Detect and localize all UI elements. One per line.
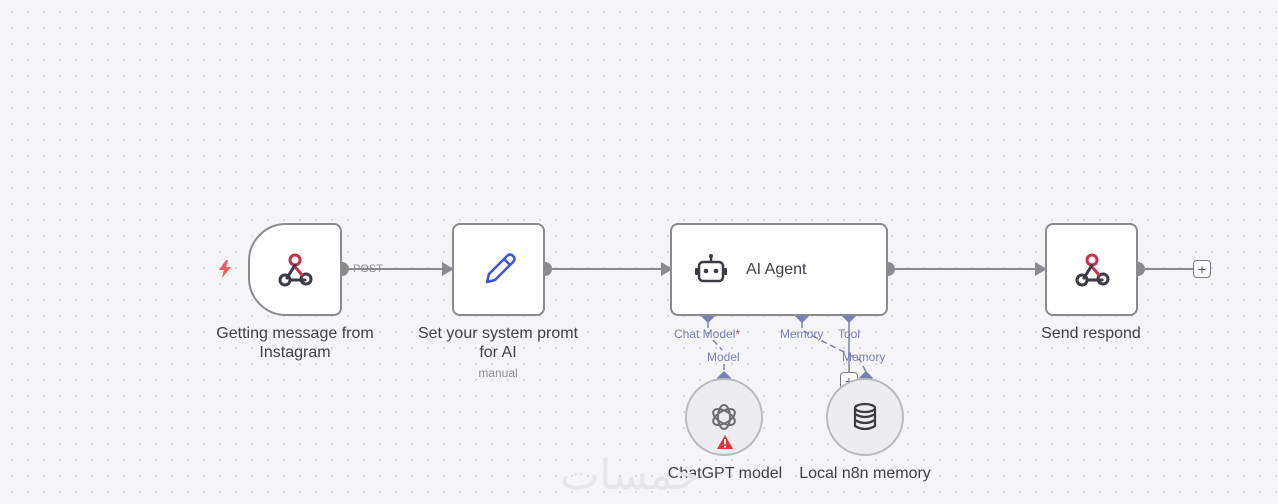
pencil-icon — [485, 252, 516, 283]
webhook-icon — [1075, 253, 1109, 286]
add-next-node-button[interactable]: + — [1193, 260, 1211, 278]
connection-instagram-to-prompt[interactable] — [342, 262, 454, 276]
database-icon — [853, 402, 877, 431]
memory-node-title: Local n8n memory — [799, 465, 931, 482]
warning-icon — [717, 435, 733, 449]
webhook-icon — [278, 253, 313, 286]
instagram-webhook-node[interactable] — [248, 223, 342, 316]
connection-prompt-to-agent[interactable] — [545, 262, 673, 276]
robot-icon — [695, 253, 727, 282]
watermark: خمسات — [560, 450, 701, 499]
set-prompt-node-title: Set your system promt for AI — [417, 325, 579, 361]
chat-model-label-text: Chat Model — [674, 327, 736, 341]
trigger-bolt-icon — [219, 260, 231, 278]
connection-chatgpt-to-agent[interactable] — [707, 322, 725, 372]
chat-model-port-label: Chat Model* — [674, 327, 740, 341]
openai-icon — [712, 404, 736, 430]
local-memory-node[interactable] — [826, 378, 904, 456]
post-edge-label: POST — [353, 263, 383, 275]
send-respond-node[interactable] — [1045, 223, 1138, 316]
memory-sub-port-label: Memory — [842, 350, 886, 364]
ai-agent-node[interactable]: AI Agent — [670, 223, 888, 316]
tool-port-label: Tool — [838, 327, 861, 341]
send-respond-node-title: Send respond — [1041, 325, 1141, 342]
connection-memory-to-agent[interactable] — [801, 322, 867, 373]
model-sub-port-label: Model — [707, 350, 740, 364]
ai-agent-label: AI Agent — [746, 260, 807, 278]
chatgpt-model-node[interactable] — [685, 378, 763, 456]
required-marker: * — [735, 327, 741, 341]
connection-agent-to-respond[interactable] — [888, 262, 1047, 276]
chatgpt-node-title: ChatGPT model — [667, 465, 783, 482]
instagram-node-title: Getting message from Instagram — [216, 325, 374, 361]
set-prompt-node[interactable] — [452, 223, 545, 316]
set-prompt-node-subtitle: manual — [478, 366, 518, 380]
memory-port-label: Memory — [780, 327, 824, 341]
